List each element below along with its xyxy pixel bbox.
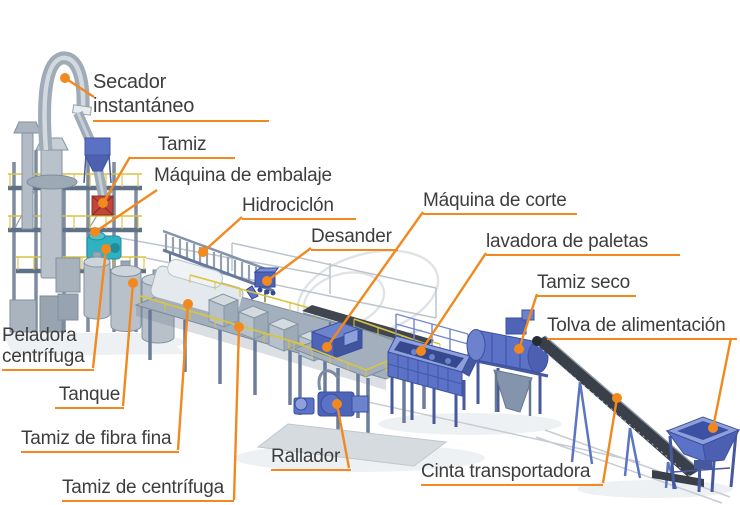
dry-sieve-drum [466, 309, 549, 416]
sieve-machine-red [91, 195, 114, 216]
centrifugal-peeler-teal [86, 231, 122, 260]
